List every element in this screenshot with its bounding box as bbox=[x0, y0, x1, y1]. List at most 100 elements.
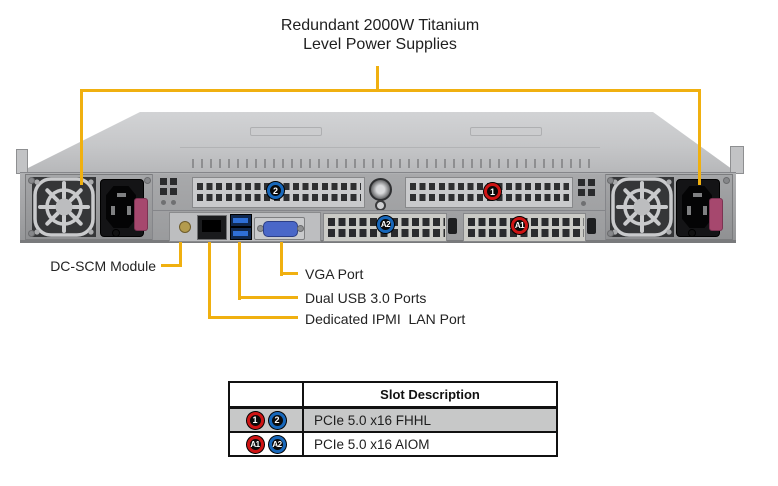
usb-label: Dual USB 3.0 Ports bbox=[305, 290, 427, 306]
slot-a2-badge: A2 bbox=[268, 435, 286, 453]
led-indicator bbox=[161, 200, 166, 205]
slot-description: PCIe 5.0 x16 FHHL bbox=[314, 412, 432, 428]
table-row: 1 2 PCIe 5.0 x16 FHHL bbox=[230, 409, 556, 433]
slot-description-table: Slot Description 1 2 PCIe 5.0 x16 FHHL A… bbox=[228, 381, 558, 457]
connector-block bbox=[170, 178, 177, 185]
table-header-description-cell: Slot Description bbox=[380, 387, 480, 402]
table-header-row: Slot Description bbox=[230, 383, 556, 409]
connector-block bbox=[170, 188, 177, 195]
connector-block bbox=[588, 189, 595, 196]
psu-release-latch bbox=[134, 198, 148, 231]
callout-line bbox=[179, 242, 182, 267]
connector-block bbox=[578, 179, 585, 186]
slot-a1-badge: A1 bbox=[511, 217, 528, 234]
power-supply-left bbox=[25, 174, 154, 240]
callout-line bbox=[238, 296, 298, 299]
vga-label: VGA Port bbox=[305, 266, 364, 282]
screw-icon bbox=[297, 225, 304, 232]
ipmi-label: Dedicated IPMI LAN Port bbox=[305, 311, 466, 327]
screw-icon bbox=[607, 230, 614, 237]
usb3-port bbox=[230, 227, 252, 240]
screw-icon bbox=[112, 229, 120, 237]
table-slot-cell: A1 A2 bbox=[230, 433, 304, 455]
rack-ear bbox=[730, 146, 744, 174]
callout-line bbox=[698, 92, 701, 185]
callout-line bbox=[376, 66, 379, 90]
screw-icon bbox=[607, 177, 614, 184]
psu-fan-grille-icon bbox=[610, 177, 674, 237]
callout-line bbox=[80, 89, 701, 92]
power-supply-callout-label: Redundant 2000W Titanium Level Power Sup… bbox=[240, 16, 520, 54]
usb-ports bbox=[230, 213, 252, 240]
inlet-pin bbox=[687, 206, 691, 215]
slot-latch bbox=[587, 218, 596, 234]
screw-icon bbox=[28, 230, 35, 237]
decorative-line bbox=[250, 127, 322, 136]
slot-1-badge: 1 bbox=[246, 411, 264, 429]
inlet-pin bbox=[111, 206, 115, 215]
vga-connector bbox=[263, 221, 298, 237]
callout-line bbox=[161, 264, 182, 267]
screw-icon bbox=[723, 177, 730, 184]
badge-label: 2 bbox=[272, 185, 278, 196]
slot-latch bbox=[448, 218, 457, 234]
badge-label: A1 bbox=[250, 439, 260, 449]
badge-label: A2 bbox=[380, 220, 391, 229]
callout-line bbox=[208, 316, 298, 319]
dc-scm-module bbox=[169, 212, 321, 242]
slot-a1-badge: A1 bbox=[246, 435, 264, 453]
title-line-1: Redundant 2000W Titanium bbox=[280, 17, 480, 34]
panel-seam bbox=[153, 210, 605, 211]
inlet-pin bbox=[693, 193, 702, 197]
led-indicator bbox=[171, 200, 176, 205]
callout-line bbox=[238, 242, 241, 300]
reset-button bbox=[179, 221, 191, 233]
slot-description: PCIe 5.0 x16 AIOM bbox=[314, 436, 430, 452]
dc-scm-label: DC-SCM Module bbox=[50, 258, 156, 274]
slot-a2-badge: A2 bbox=[377, 216, 394, 233]
callout-line bbox=[280, 272, 298, 275]
round-latch-knob bbox=[369, 178, 392, 201]
rack-ear bbox=[16, 149, 28, 174]
inlet-pin bbox=[117, 193, 126, 197]
decorative-line bbox=[470, 127, 542, 136]
psu-release-latch bbox=[709, 198, 723, 231]
title-line-2: Level Power Supplies bbox=[303, 36, 457, 53]
badge-label: A1 bbox=[514, 221, 525, 230]
slot-1-badge: 1 bbox=[484, 183, 501, 200]
table-row: A1 A2 PCIe 5.0 x16 AIOM bbox=[230, 433, 556, 455]
callout-line bbox=[280, 242, 283, 276]
connector-block bbox=[160, 178, 167, 185]
usb3-port bbox=[230, 214, 252, 227]
table-header-slot-cell bbox=[230, 383, 304, 406]
badge-label: 2 bbox=[274, 415, 280, 425]
table-slot-cell: 1 2 bbox=[230, 409, 304, 431]
table-description-cell: PCIe 5.0 x16 FHHL bbox=[304, 409, 556, 431]
screw-icon bbox=[688, 229, 696, 237]
usb-tongue bbox=[233, 231, 248, 236]
usb-tongue bbox=[233, 218, 248, 223]
callout-line bbox=[80, 92, 83, 185]
inlet-pin bbox=[703, 206, 707, 215]
connector-block bbox=[578, 189, 585, 196]
connector-block bbox=[588, 179, 595, 186]
vga-port bbox=[254, 217, 305, 240]
led-indicator bbox=[581, 201, 586, 206]
badge-label: 1 bbox=[489, 186, 495, 197]
chassis-vent-strip bbox=[192, 159, 592, 168]
ipmi-lan-port bbox=[197, 215, 227, 240]
badge-label: 1 bbox=[252, 415, 258, 425]
power-supply-right bbox=[604, 174, 733, 240]
inlet-pin bbox=[127, 206, 131, 215]
screw-icon bbox=[28, 177, 35, 184]
badge-label: A2 bbox=[272, 439, 282, 449]
decorative-line bbox=[180, 147, 600, 148]
connector-block bbox=[160, 188, 167, 195]
rj45-jack bbox=[202, 220, 221, 232]
table-description-cell: PCIe 5.0 x16 AIOM bbox=[304, 433, 556, 455]
psu-fan-grille-icon bbox=[32, 177, 96, 237]
screw-icon bbox=[144, 177, 151, 184]
callout-line bbox=[208, 242, 211, 319]
slot-2-badge: 2 bbox=[268, 411, 286, 429]
